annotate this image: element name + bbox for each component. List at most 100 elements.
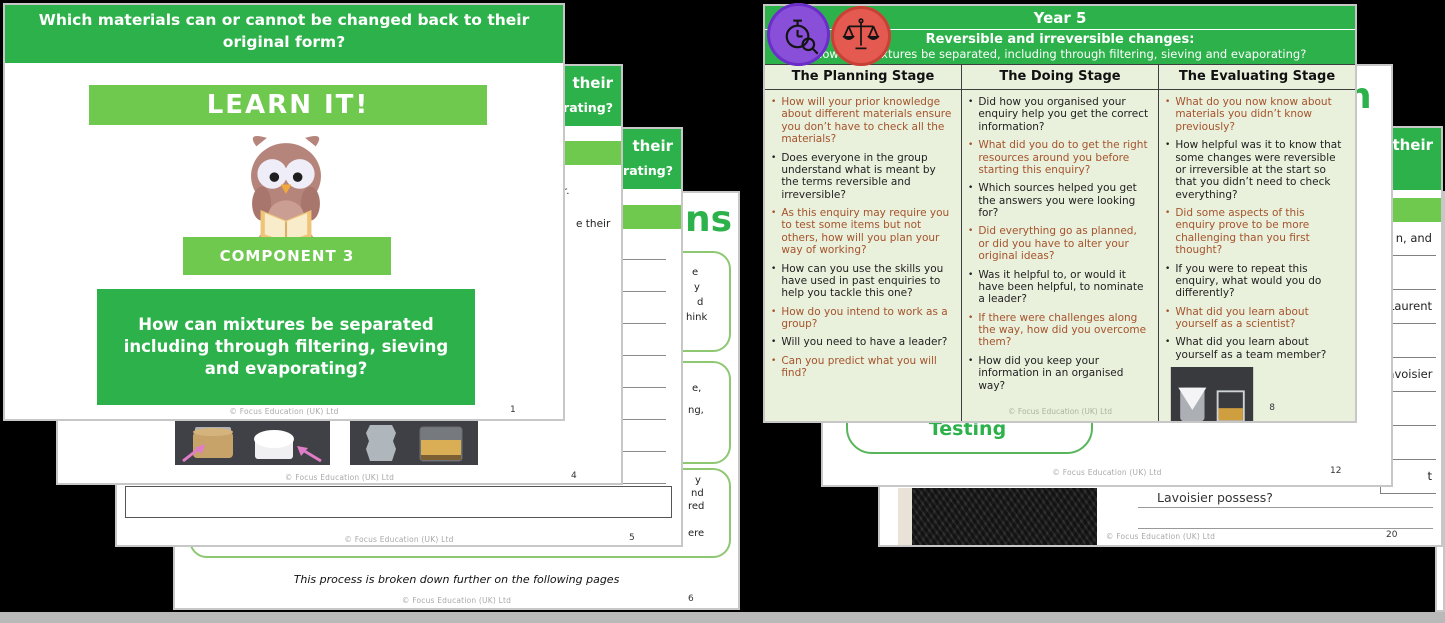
slide8-subtitle: How can mixtures be separated, including…	[813, 47, 1307, 61]
slide-footer: © Focus Education (UK) Ltd	[1105, 532, 1216, 541]
question-text: If there were challenges along the way, …	[978, 311, 1147, 349]
table-row	[1381, 324, 1436, 358]
bullet-icon: •	[1165, 140, 1171, 151]
table-row: Laurent	[1381, 290, 1436, 324]
question-item: • Did some aspects of this enquiry prove …	[1165, 207, 1347, 257]
bullet-icon: •	[968, 269, 974, 280]
process-note: This process is broken down further on t…	[293, 573, 620, 586]
question-text: As this enquiry may require you to test …	[781, 207, 950, 257]
stages-table: The Planning Stage The Doing Stage The E…	[765, 64, 1355, 421]
header-fragment: their	[632, 137, 673, 155]
bullet-icon: •	[771, 337, 777, 348]
doing-column: •Did how you organised your enquiry help…	[962, 90, 1159, 421]
table-cell	[621, 228, 666, 260]
planning-column: •How will your prior knowledge about dif…	[765, 90, 962, 421]
bullet-icon: •	[968, 226, 974, 237]
bullet-icon: •	[771, 355, 777, 366]
photo-fabric-edge	[898, 488, 912, 545]
table-cell	[621, 292, 666, 324]
header-fragment: orating?	[614, 163, 673, 178]
question-fragment: Lavoisier possess?	[1157, 490, 1273, 505]
stages-table-body: •How will your prior knowledge about dif…	[765, 90, 1355, 421]
year-label: Year 5	[1033, 9, 1087, 27]
table-row	[1381, 426, 1436, 460]
question-item: •Was it helpful to, or would it have bee…	[968, 269, 1150, 306]
bullet-icon: •	[1165, 208, 1171, 218]
slide8-title: Reversible and irreversible changes:	[925, 32, 1195, 47]
table-cell	[621, 324, 666, 356]
question-text: Did some aspects of this enquiry prove t…	[1175, 207, 1310, 257]
question-text: If you were to repeat this enquiry, what…	[1175, 262, 1322, 300]
table-row: n, and	[1381, 222, 1436, 256]
bullet-icon: •	[771, 152, 777, 163]
question-text: How did you keep your information in an …	[978, 354, 1124, 392]
header-fragment: orating?	[554, 100, 613, 115]
column-header-planning: The Planning Stage	[765, 65, 962, 89]
page-number: 6	[688, 594, 694, 604]
fair-testing-badge	[831, 6, 891, 66]
page-number: 4	[571, 471, 577, 481]
bullet-icon: •	[1165, 97, 1171, 107]
question-item: • What did you learn about yourself as a …	[1165, 336, 1347, 361]
slide-footer: © Focus Education (UK) Ltd	[284, 473, 395, 482]
table-cell	[621, 388, 666, 420]
question-text: What did you learn about yourself as a t…	[1175, 336, 1327, 361]
photo-fabric-sieve	[898, 488, 1097, 545]
question-item: •How can you use the skills you have use…	[771, 263, 953, 300]
question-text: What did you learn about yourself as a s…	[1175, 305, 1309, 330]
bottom-gray-strip	[0, 612, 1445, 623]
question-item: •What did you learn about yourself as a …	[1165, 306, 1347, 331]
question-item: • How helpful was it to know that some ch…	[1165, 139, 1347, 201]
header-fragment: their	[572, 74, 613, 92]
slide-page-1[interactable]: Which materials can or cannot be changed…	[3, 3, 565, 421]
slide-footer: © Focus Education (UK) Ltd	[401, 596, 512, 605]
answer-line	[1138, 528, 1433, 529]
question-text: How can you use the skills you have used…	[781, 262, 944, 300]
bullet-icon: •	[1165, 263, 1171, 274]
text-fragment: ng,	[688, 405, 704, 416]
question-item: •If there were challenges along the way,…	[968, 312, 1150, 349]
question-text: How helpful was it to know that some cha…	[1175, 139, 1342, 201]
question-text: Can you predict what you will find?	[781, 354, 937, 380]
bullet-icon: •	[1165, 337, 1171, 348]
testing-label: Testing	[928, 418, 1007, 440]
text-fragment: hink	[686, 312, 708, 323]
bullet-icon: •	[771, 208, 777, 218]
slide-footer: © Focus Education (UK) Ltd	[229, 407, 339, 416]
question-item: •What do you now know about materials yo…	[1165, 96, 1347, 133]
question-item: • Which sources helped you get the answer…	[968, 182, 1150, 219]
page-number: 8	[1269, 403, 1275, 413]
answer-line	[1138, 507, 1433, 508]
question-item: •Does everyone in the group understand w…	[771, 152, 953, 202]
slide-page-8[interactable]: Year 5 Reversible and irreversible chang…	[763, 3, 1357, 423]
component-banner: COMPONENT 3	[183, 237, 391, 275]
text-fragment: e	[692, 267, 699, 278]
question-text: Which sources helped you get the answers…	[978, 182, 1137, 219]
table-column	[620, 228, 666, 484]
bullet-icon: •	[968, 97, 974, 107]
bullet-icon: •	[968, 355, 974, 366]
question-item: • As this enquiry may require you to test…	[771, 207, 953, 257]
unit-title: Which materials can or cannot be changed…	[5, 5, 563, 63]
column-header-doing: The Doing Stage	[962, 65, 1159, 89]
observe-over-time-badge	[767, 3, 830, 66]
table-cell	[621, 260, 666, 292]
photo-bottle-and-mixture-jar	[350, 419, 478, 465]
bullet-icon: •	[968, 183, 974, 194]
photo-sugar-and-salt	[175, 419, 330, 465]
question-text: What did you do to get the right resourc…	[978, 139, 1148, 176]
question-item: • If you were to repeat this enquiry, wha…	[1165, 263, 1347, 300]
balance-scales-icon	[842, 18, 880, 50]
question-item: •How will your prior knowledge about dif…	[771, 96, 953, 146]
bullet-icon: •	[771, 306, 777, 317]
question-item: • Can you predict what you will find?	[771, 355, 953, 380]
stopwatch-magnifier-icon	[785, 19, 818, 54]
component-question: How can mixtures be separated including …	[97, 289, 475, 405]
text-fragment: r.	[563, 186, 570, 197]
text-fragment: nd	[691, 488, 704, 499]
slide-footer: © Focus Education (UK) Ltd	[1008, 407, 1112, 416]
text-fragment: ere	[688, 528, 705, 539]
header-fragment: their	[1392, 136, 1433, 154]
question-text: How do you intend to work as a group?	[781, 305, 948, 330]
